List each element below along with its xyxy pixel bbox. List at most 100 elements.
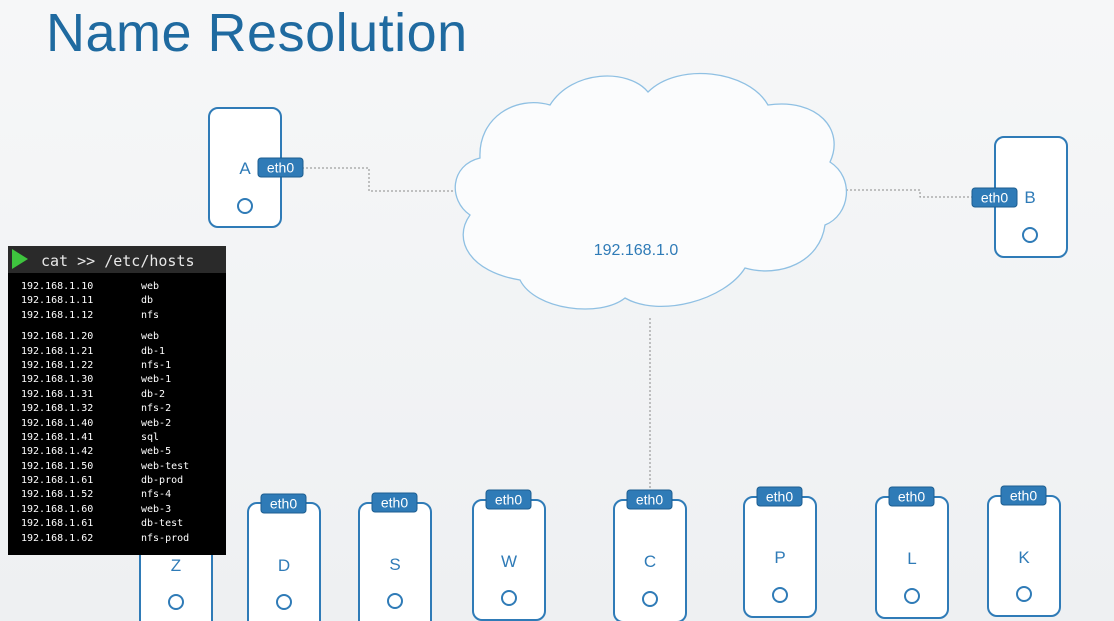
- hosts-entry-row: 192.168.1.40 web-2: [8, 417, 226, 431]
- hosts-entry-ip: 192.168.1.32: [21, 403, 94, 415]
- hosts-entry-row: 192.168.1.41 sql: [8, 431, 226, 445]
- hosts-entry-row: 192.168.1.62 nfs-prod: [8, 532, 226, 546]
- host-w-eth0-badge: [485, 489, 532, 510]
- hosts-entry-hostname: web-3: [141, 503, 172, 515]
- hosts-entry-ip: 192.168.1.20: [21, 331, 94, 343]
- host-d-label: D: [278, 556, 290, 575]
- hosts-entry-hostname: sql: [141, 431, 160, 443]
- host-k-eth0-badge: [1000, 485, 1047, 506]
- terminal-command: cat >> /etc/hosts: [41, 252, 195, 270]
- hosts-entry-hostname: nfs: [141, 309, 160, 321]
- host-a-eth0-label: eth0: [267, 160, 294, 176]
- hosts-entry-row: 192.168.1.32 nfs-2: [8, 402, 226, 416]
- hosts-entry-row: 192.168.1.20 web: [8, 330, 226, 344]
- hosts-entry-hostname: db-test: [141, 518, 184, 530]
- hosts-entry-hostname: nfs-2: [141, 403, 172, 415]
- host-b-eth0-label: eth0: [981, 190, 1008, 206]
- hosts-entry-ip: 192.168.1.10: [21, 281, 94, 292]
- host-p: P eth0: [743, 486, 817, 618]
- host-s: S eth0: [358, 492, 432, 621]
- host-b-power-icon: [1022, 227, 1038, 243]
- host-c-eth0-label: eth0: [636, 492, 663, 508]
- host-a-power-icon: [237, 198, 253, 214]
- host-a: A eth0: [208, 107, 304, 228]
- host-k-eth0-label: eth0: [1010, 488, 1037, 504]
- hosts-entry-hostname: nfs-prod: [141, 532, 190, 544]
- hosts-entry-ip: 192.168.1.12: [21, 309, 94, 321]
- host-p-eth0-label: eth0: [766, 489, 793, 505]
- host-d-eth0-badge: [260, 493, 307, 514]
- host-c-power-icon: [642, 591, 658, 607]
- host-l-label: L: [907, 549, 916, 568]
- hosts-entry-hostname: web-test: [141, 460, 190, 472]
- hosts-entry-ip: 192.168.1.60: [21, 503, 94, 515]
- host-p-label: P: [774, 548, 785, 567]
- host-c: C eth0: [613, 489, 687, 621]
- host-l-eth0-badge: [888, 486, 935, 507]
- host-w: W eth0: [472, 489, 546, 621]
- hosts-entry-ip: 192.168.1.40: [21, 417, 94, 429]
- host-w-power-icon: [501, 590, 517, 606]
- hosts-entry-ip: 192.168.1.11: [21, 295, 94, 307]
- host-s-eth0-badge: [371, 492, 418, 513]
- hosts-entry-ip: 192.168.1.62: [21, 532, 94, 544]
- hosts-entry-row: 192.168.1.31 db-2: [8, 388, 226, 402]
- hosts-entry-hostname: db-prod: [141, 475, 184, 487]
- hosts-entry-hostname: web: [141, 331, 160, 343]
- host-b-label: B: [1024, 188, 1035, 207]
- host-p-power-icon: [772, 587, 788, 603]
- hosts-entry-hostname: nfs-4: [141, 489, 172, 501]
- hosts-entry-ip: 192.168.1.50: [21, 460, 94, 472]
- host-w-label: W: [501, 552, 517, 571]
- hosts-entry-ip: 192.168.1.61: [21, 475, 94, 487]
- host-d: D eth0: [247, 493, 321, 621]
- hosts-entry-row: 192.168.1.22 nfs-1: [8, 359, 226, 373]
- hosts-entry-row: 192.168.1.10 web: [8, 280, 226, 294]
- host-z-power-icon: [168, 594, 184, 610]
- host-s-eth0-label: eth0: [381, 495, 408, 511]
- host-p-eth0-badge: [756, 486, 803, 507]
- hosts-entry-hostname: web-1: [141, 374, 172, 386]
- hosts-entry-hostname: web: [141, 281, 160, 292]
- host-k: K eth0: [987, 485, 1061, 617]
- hosts-entry-hostname: db-2: [141, 388, 166, 400]
- host-d-power-icon: [276, 594, 292, 610]
- host-b: B eth0: [971, 136, 1068, 258]
- link-a-cloud: [302, 167, 455, 192]
- hosts-entry-ip: 192.168.1.41: [21, 431, 94, 443]
- hosts-entry-row: 192.168.1.61 db-test: [8, 517, 226, 531]
- hosts-entry-hostname: web-2: [141, 417, 172, 429]
- hosts-entry-row: 192.168.1.21 db-1: [8, 345, 226, 359]
- network-address: 192.168.1.0: [594, 242, 679, 259]
- host-d-eth0-label: eth0: [270, 496, 297, 512]
- hosts-entry-row: 192.168.1.52 nfs-4: [8, 488, 226, 502]
- host-l-power-icon: [904, 588, 920, 604]
- host-s-power-icon: [387, 593, 403, 609]
- hosts-entry-hostname: nfs-1: [141, 359, 172, 371]
- host-c-eth0-badge: [626, 489, 673, 510]
- hosts-entry-hostname: db-1: [141, 345, 166, 357]
- host-a-label: A: [239, 159, 251, 178]
- network-cloud: [454, 72, 847, 310]
- hosts-entry-ip: 192.168.1.21: [21, 345, 94, 357]
- link-b-cloud: [846, 189, 972, 198]
- host-l-eth0-label: eth0: [898, 489, 925, 505]
- slide-title: Name Resolution: [46, 3, 468, 63]
- hosts-entry-row: 192.168.1.60 web-3: [8, 503, 226, 517]
- host-a-eth0-badge: [257, 157, 304, 178]
- hosts-entry-ip: 192.168.1.52: [21, 489, 94, 501]
- hosts-entry-ip: 192.168.1.61: [21, 518, 94, 530]
- host-c-label: C: [644, 552, 656, 571]
- host-l: L eth0: [875, 486, 949, 619]
- hosts-entry-ip: 192.168.1.22: [21, 359, 94, 371]
- host-w-eth0-label: eth0: [495, 492, 522, 508]
- host-s-label: S: [389, 555, 400, 574]
- hosts-entry-ip: 192.168.1.31: [21, 388, 94, 400]
